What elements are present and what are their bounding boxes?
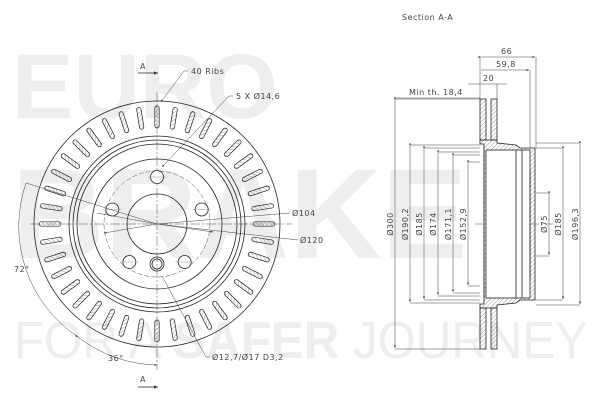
rib — [169, 318, 178, 341]
dim-59-8: 59,8 — [496, 60, 516, 69]
rib — [199, 308, 213, 330]
bolt-holes-leader — [161, 95, 233, 168]
hole-leader — [161, 275, 210, 358]
rib — [251, 236, 274, 245]
rib — [72, 290, 91, 309]
rib — [51, 168, 73, 182]
friction-ring-top — [479, 98, 498, 141]
rib — [86, 300, 102, 321]
dim-20: 20 — [483, 74, 494, 83]
d104-arrow — [103, 223, 158, 234]
angle36-label: 36° — [108, 354, 124, 363]
section-view: Section A-A 66 59,8 20 Min th. 18,4 Ø300… — [385, 13, 581, 350]
section-marker-bottom: A — [140, 375, 146, 384]
rib — [136, 107, 145, 130]
dim-d75: Ø75 — [539, 215, 549, 233]
rib — [60, 279, 81, 295]
rib — [51, 266, 73, 280]
rib — [252, 221, 276, 227]
locating-hole-inner — [151, 258, 163, 270]
rib — [169, 107, 178, 130]
dim-d174: Ø174 — [428, 212, 438, 236]
ribs-label: 40 Ribs — [191, 67, 224, 76]
dim-d185_left: Ø185 — [414, 212, 424, 236]
hat-cavity — [485, 149, 531, 299]
friction-inner-edge — [68, 135, 246, 313]
rib — [199, 118, 213, 140]
rib — [40, 203, 63, 212]
min-thickness: Min th. 18,4 — [409, 88, 463, 97]
hat-inner — [76, 143, 238, 305]
dim-d300: Ø300 — [385, 212, 395, 236]
rib — [184, 111, 196, 134]
watermark-euro: EURO — [12, 36, 278, 138]
rib — [44, 251, 67, 263]
rib — [86, 127, 102, 148]
rib — [118, 111, 130, 134]
front-view: A A 40 Ribs 5 X Ø14,6 Ø104 Ø120 Ø12,7/Ø1… — [14, 62, 324, 389]
rib — [212, 300, 228, 321]
watermark: EURO BRAKE FOR A SAFER JOURNEY — [12, 36, 588, 370]
watermark-slogan: FOR A SAFER JOURNEY — [14, 312, 588, 370]
rib — [184, 314, 196, 337]
hole-label: Ø12,7/Ø17 D3,2 — [212, 352, 284, 362]
d120-arrow — [156, 223, 214, 233]
dim-d152_9: Ø152,9 — [458, 208, 468, 240]
d104-label: Ø104 — [292, 208, 316, 218]
rib — [247, 251, 270, 263]
dim-d171_1: Ø171,1 — [443, 208, 453, 240]
rib — [101, 118, 115, 140]
rib — [233, 153, 254, 169]
hat-outer — [72, 139, 242, 309]
rib — [241, 266, 263, 280]
dim-66: 66 — [501, 47, 512, 56]
dim-d185_right: Ø185 — [553, 212, 563, 236]
rib — [72, 139, 91, 158]
rib — [233, 279, 254, 295]
d120-label: Ø120 — [300, 235, 324, 245]
rib — [136, 318, 145, 341]
rib — [40, 236, 63, 245]
rib — [101, 308, 115, 330]
section-title: Section A-A — [402, 13, 453, 22]
rib — [223, 290, 242, 309]
angle72-label: 72° — [14, 265, 30, 274]
hub-face — [91, 158, 223, 290]
center-bore — [126, 193, 188, 255]
rib — [247, 185, 270, 197]
rib — [60, 153, 81, 169]
rib — [44, 185, 67, 197]
diameter-dimensions: Ø300 Ø190,2 Ø185 Ø174 Ø171,1 Ø152,9 Ø75 Ø185 Ø19… — [385, 97, 581, 350]
rib — [241, 168, 263, 182]
rib — [212, 127, 228, 148]
locating-hole — [149, 256, 165, 272]
rib — [118, 314, 130, 337]
dim-d190_2: Ø190,2 — [400, 208, 410, 240]
rib — [251, 203, 274, 212]
rib — [154, 319, 160, 343]
angle72-arc — [18, 182, 79, 338]
rib — [223, 139, 242, 158]
section-marker-top: A — [140, 62, 146, 71]
outer-edge — [33, 100, 281, 348]
ribs — [38, 105, 276, 343]
rib — [38, 221, 62, 227]
dim-d196_3: Ø196,3 — [570, 208, 580, 240]
bolt-holes — [103, 170, 211, 269]
ribs-leader — [160, 70, 188, 103]
rib — [154, 105, 160, 129]
bolt-holes-label: 5 X Ø14,6 — [236, 91, 280, 101]
